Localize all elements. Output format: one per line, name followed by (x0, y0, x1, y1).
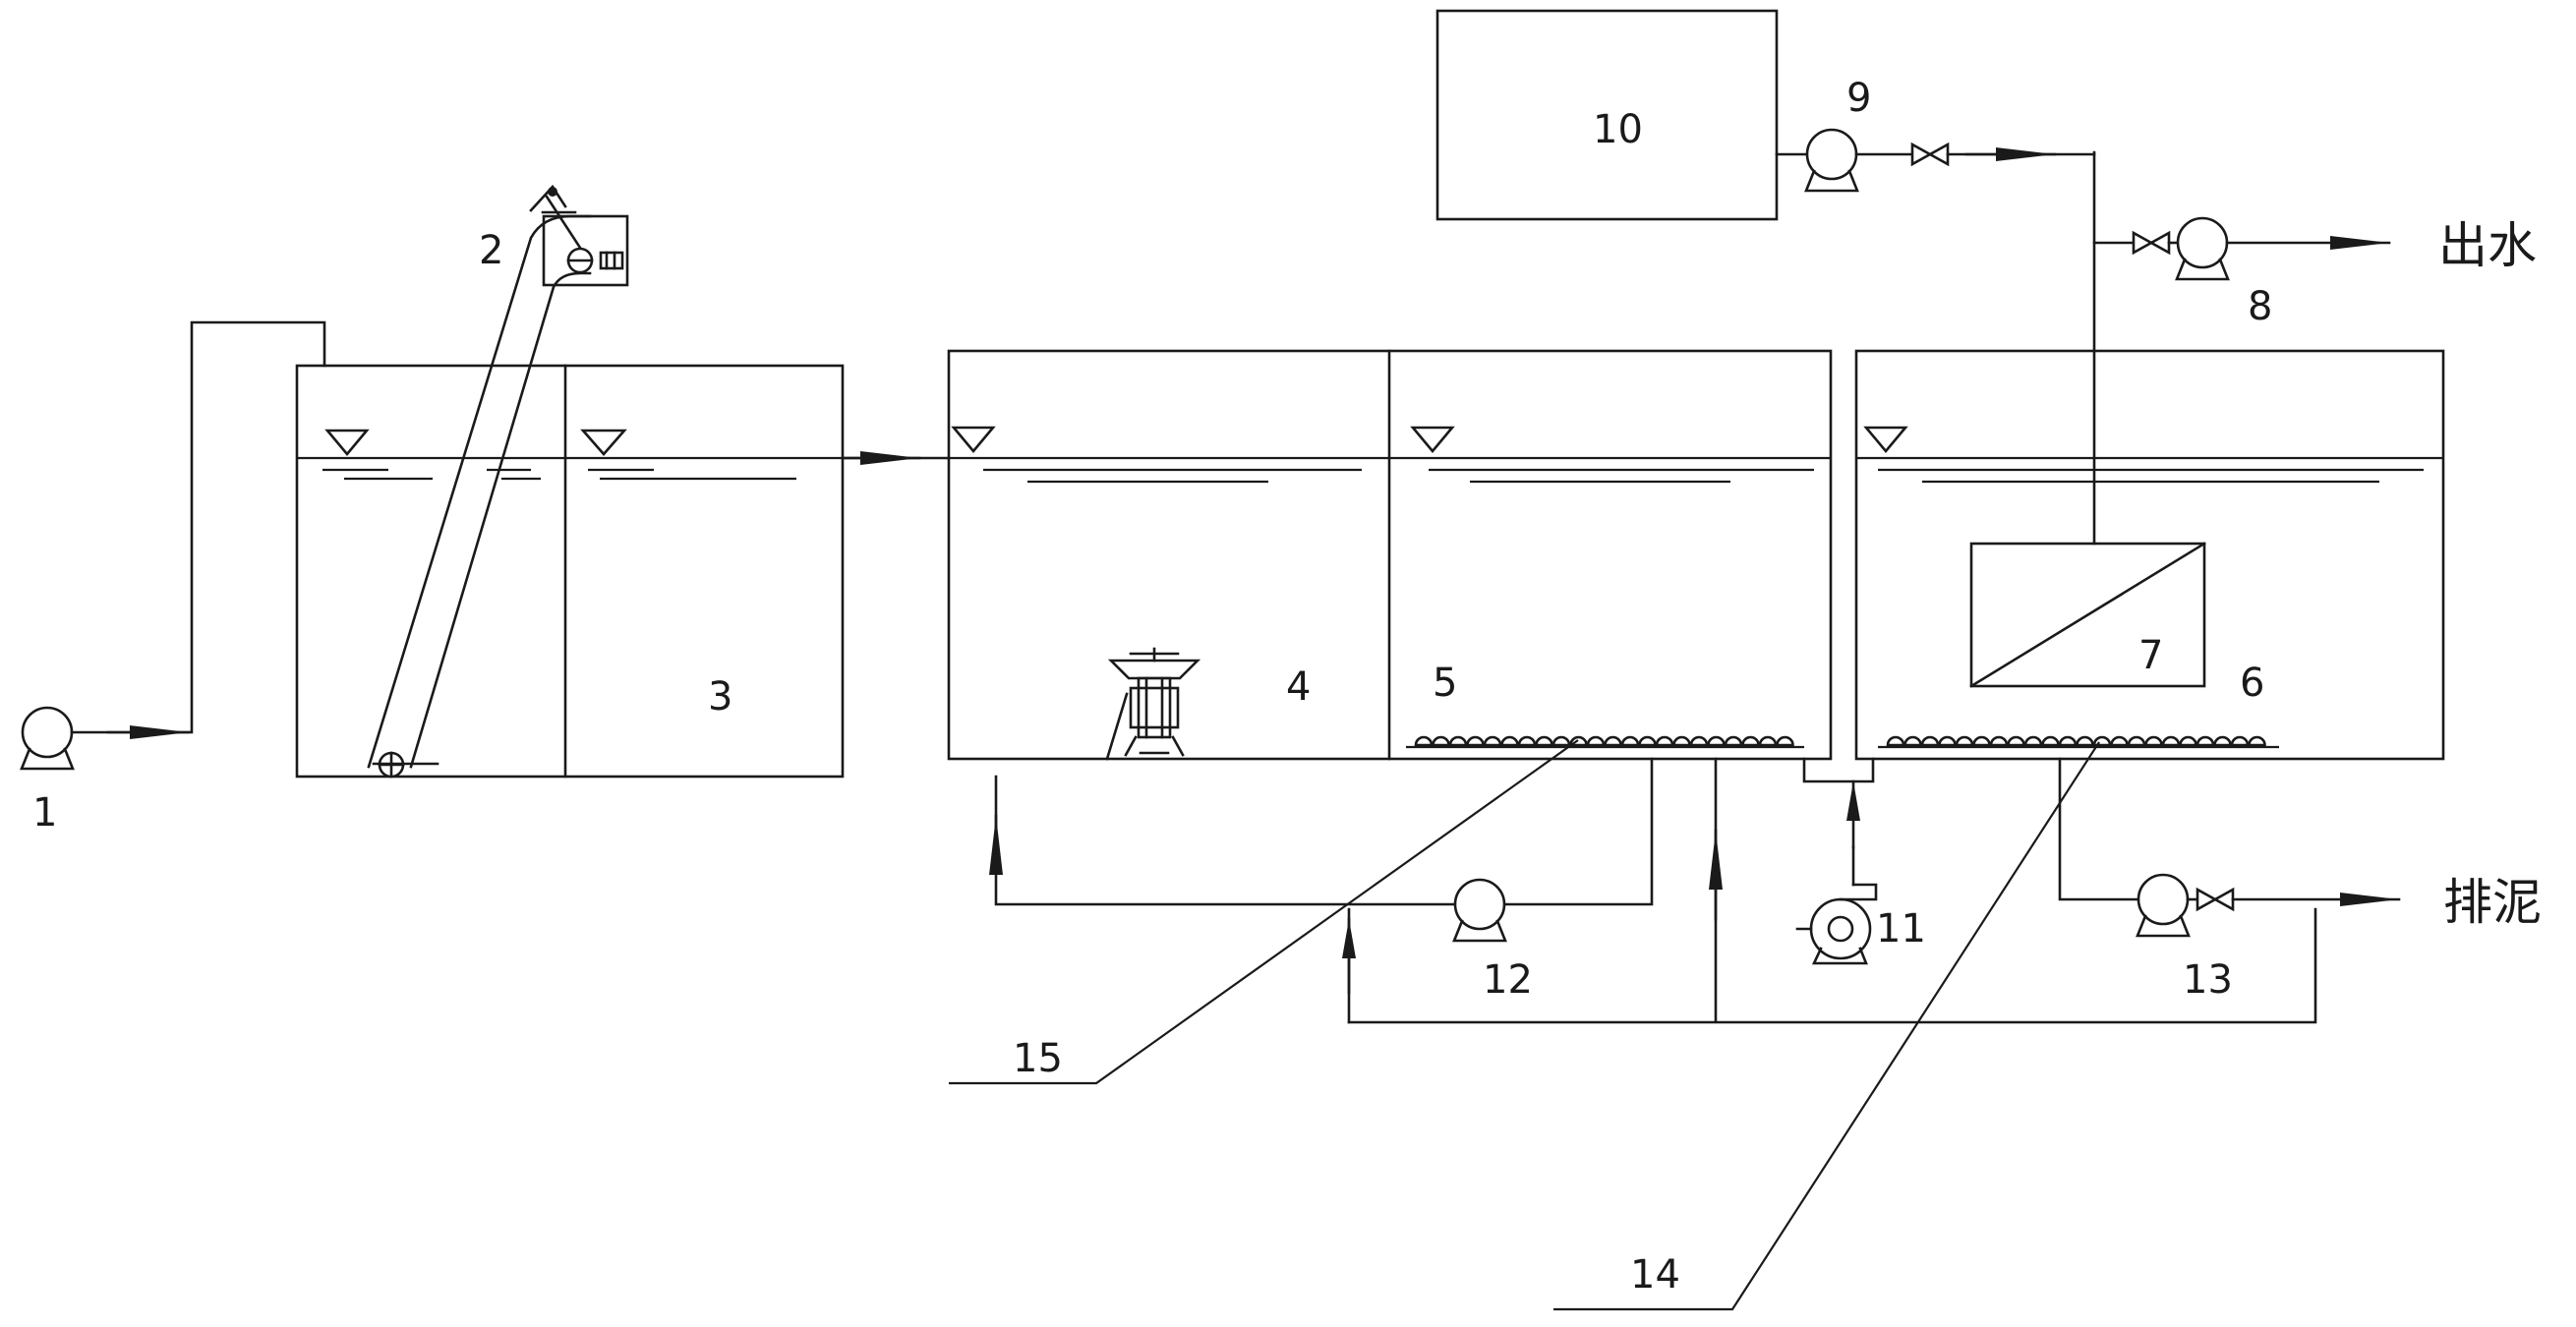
feed-pump-1 (20, 706, 75, 771)
diffuser-bubble (1535, 735, 1553, 747)
diffuser-bubble (2248, 735, 2266, 747)
diffuser-bubble (1903, 735, 1922, 747)
diffuser-bubble (1886, 735, 1905, 747)
label-6: 6 (2240, 661, 2264, 706)
tank-6 (1854, 349, 2445, 761)
diffuser-bubble (2041, 735, 2060, 747)
diffuser-bubble (1638, 735, 1657, 747)
diffuser-bubble (1672, 735, 1691, 747)
pump-9 (1804, 128, 1859, 193)
diffuser-bubble (2007, 735, 2025, 747)
diffuser-bubble (1972, 735, 1991, 747)
label-9: 9 (1846, 76, 1871, 121)
screen-conveyor-2 (367, 184, 629, 779)
tank-10 (1435, 9, 1779, 221)
diffuser-bubble (1955, 735, 1974, 747)
label-15: 15 (1013, 1036, 1063, 1081)
pump-13 (2136, 873, 2191, 938)
label-2: 2 (479, 228, 503, 273)
label-14: 14 (1630, 1252, 1680, 1298)
diffuser-bubble (1920, 735, 1940, 747)
diffuser-bubble (1689, 735, 1709, 747)
water-out-label: 出水 (2438, 217, 2537, 274)
sludge-out-label: 排泥 (2443, 874, 2542, 931)
diffuser-bubble (1776, 735, 1794, 747)
label-4: 4 (1286, 664, 1311, 710)
sludge-pipe (2058, 757, 2140, 901)
diffuser-bubble (1620, 735, 1640, 747)
diffuser-bubble (1483, 735, 1502, 747)
connection-pipe-5-6 (1802, 757, 1875, 783)
label-3: 3 (708, 674, 732, 720)
diffuser-bubble (2230, 735, 2250, 747)
diffuser-bubble (1500, 735, 1519, 747)
diffuser-bubble (1586, 735, 1606, 747)
label-10: 10 (1593, 107, 1643, 152)
valve-9 (1910, 142, 1950, 167)
mixer-4 (1105, 647, 1201, 761)
diffuser-bubble (1989, 735, 2009, 747)
label-8: 8 (2248, 284, 2272, 329)
leader-14 (1553, 741, 2100, 1311)
diffuser-bubble (2058, 735, 2078, 747)
diffuser-bubble (2195, 735, 2215, 747)
valve-13 (2195, 887, 2235, 912)
diffuser-bubble (1655, 735, 1674, 747)
diffuser-bubble (1517, 735, 1537, 747)
tank-3 (295, 364, 845, 779)
label-12: 12 (1483, 957, 1533, 1003)
pump-12 (1452, 878, 1507, 943)
diffuser-bubble (2023, 735, 2043, 747)
leader-15 (949, 739, 1579, 1085)
diffuser-bubble (2161, 735, 2181, 747)
label-11: 11 (1876, 906, 1926, 952)
diffuser-bubble (2076, 735, 2094, 747)
diffuser-bubble (1448, 735, 1468, 747)
diffuser-bubble (2127, 735, 2146, 747)
diffuser-bubble (1938, 735, 1957, 747)
tank-4-5 (947, 349, 1833, 761)
valve-8 (2132, 230, 2171, 256)
feed-pipe (70, 320, 326, 734)
blower-11 (1795, 845, 1878, 965)
diffuser-bubble (1741, 735, 1760, 747)
diffuser-bubble (1551, 735, 1571, 747)
label-7: 7 (2138, 633, 2163, 678)
diffuser-bubble (1604, 735, 1622, 747)
diffuser-bubble (1707, 735, 1726, 747)
pump-8 (2175, 216, 2230, 281)
diffuser-bubble (2092, 735, 2112, 747)
label-1: 1 (32, 790, 57, 836)
membrane-module-7 (1969, 542, 2206, 688)
diffuser-bubble (2110, 735, 2129, 747)
diffuser-bubble (2144, 735, 2163, 747)
diffuser-bubble (2213, 735, 2232, 747)
diffuser-bubble (1414, 735, 1434, 747)
label-5: 5 (1433, 661, 1457, 706)
label-13: 13 (2183, 957, 2233, 1003)
aeration-diffusers-5 (1406, 735, 1804, 749)
diffuser-bubble (1758, 735, 1778, 747)
diffuser-bubble (2179, 735, 2197, 747)
diffuser-bubble (1724, 735, 1743, 747)
diffuser-bubble (1466, 735, 1485, 747)
diffuser-bubble (1432, 735, 1450, 747)
return-pipe-12 (994, 757, 1654, 906)
